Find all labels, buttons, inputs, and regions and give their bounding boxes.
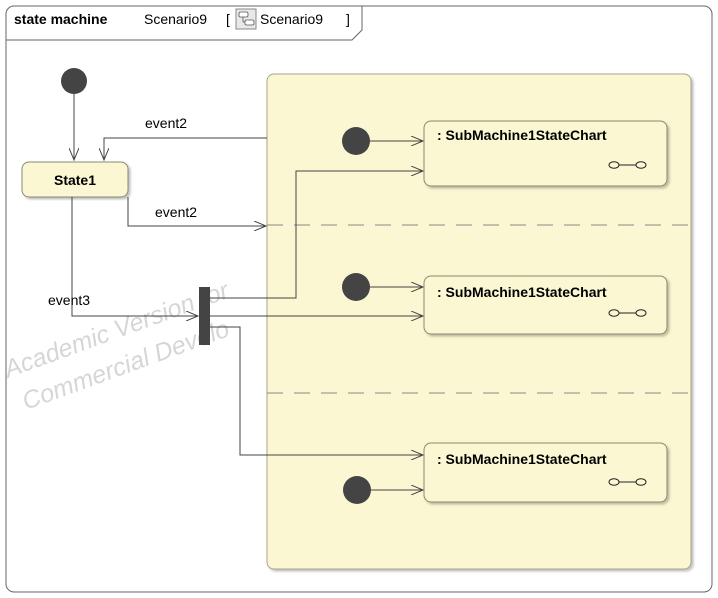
fork-transition-3[interactable] — [210, 326, 423, 455]
submachine-1-link-icon — [608, 161, 647, 169]
frame-bracket-open: [ — [226, 11, 230, 27]
frame-name-tab — [6, 6, 363, 41]
submachine-2-label: : SubMachine1StateChart — [437, 284, 607, 300]
submachine-state-3[interactable] — [423, 442, 668, 503]
diagram-frame — [5, 5, 713, 593]
submachine-state-2[interactable] — [423, 275, 668, 335]
submachine-2-link-icon — [608, 309, 647, 317]
frame-bracket-close: ] — [346, 11, 350, 27]
event2-label-middle: event2 — [155, 204, 197, 220]
frame-keyword: state machine — [14, 11, 108, 27]
region3-initial-pseudostate[interactable] — [343, 476, 371, 504]
state-machine-icon — [235, 8, 257, 30]
fork-transition-1[interactable] — [210, 171, 423, 299]
frame-name: Scenario9 — [144, 11, 207, 27]
region1-initial-pseudostate[interactable] — [342, 127, 370, 155]
state1-box[interactable] — [21, 161, 129, 198]
state1-label: State1 — [54, 172, 96, 188]
event2-label-top: event2 — [145, 115, 187, 131]
submachine-state-1[interactable] — [423, 120, 668, 187]
frame-ref-name: Scenario9 — [260, 11, 323, 27]
transition-state1-to-composite[interactable] — [127, 197, 266, 226]
transition-composite-to-state1[interactable] — [104, 137, 267, 160]
submachine-3-link-icon — [608, 478, 647, 486]
initial-pseudostate[interactable] — [61, 68, 87, 94]
submachine-3-label: : SubMachine1StateChart — [437, 451, 607, 467]
event3-label: event3 — [48, 292, 90, 308]
fork-pseudostate[interactable] — [199, 287, 210, 345]
submachine-1-label: : SubMachine1StateChart — [437, 127, 607, 143]
transition-state1-to-fork[interactable] — [71, 197, 198, 316]
region2-initial-pseudostate[interactable] — [342, 273, 370, 301]
